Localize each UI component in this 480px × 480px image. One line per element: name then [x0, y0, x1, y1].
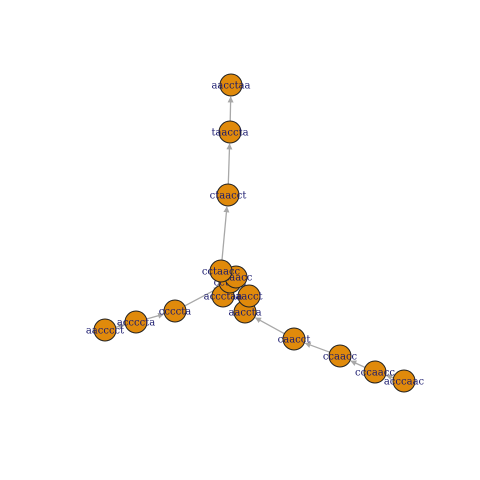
node-aacct: aacct — [235, 284, 263, 308]
nodes: aacctaa taaccta ctaacct ccccta acccctaaacccc… — [86, 73, 425, 393]
node-cctaacc: cctaacc — [202, 259, 241, 283]
node-label: aacccct — [86, 326, 124, 337]
node-acccaac: acccaac — [384, 369, 425, 393]
node-label: taaccta — [211, 128, 248, 139]
node-aacccct: aacccct — [86, 318, 124, 342]
edge-n13-n9 — [254, 317, 285, 335]
node-circle — [163, 299, 187, 323]
node-taaccta: taaccta — [211, 120, 249, 144]
node-ctaacct: ctaacct — [210, 183, 247, 207]
node-circle — [218, 120, 242, 144]
node-ccccta: ccccta — [159, 299, 191, 323]
node-circle — [209, 259, 233, 283]
edge-n14-n13 — [304, 342, 330, 353]
node-label: aaccta — [228, 308, 261, 319]
node-circle — [363, 360, 387, 384]
node-circle — [282, 327, 306, 351]
node-circle — [219, 73, 243, 97]
edge-n16-n15 — [385, 374, 394, 381]
edges — [115, 96, 394, 381]
edge-n15-n14 — [350, 360, 366, 368]
node-aacctaa: aacctaa — [211, 73, 251, 97]
node-label: acccaac — [384, 377, 425, 388]
node-cccaacc: cccaacc — [355, 360, 395, 384]
node-caacct: caacct — [278, 327, 311, 351]
node-label: accccta — [117, 318, 155, 329]
node-accccta: accccta — [117, 310, 155, 334]
node-label: ccccta — [159, 307, 191, 318]
node-circle — [124, 310, 148, 334]
edge-n2-n1 — [227, 96, 234, 122]
node-circle — [237, 284, 261, 308]
edge-n4-n3 — [221, 206, 230, 261]
edge-n11-n10 — [146, 312, 165, 320]
node-label: aacctaa — [211, 81, 250, 92]
node-label: ccaacc — [323, 352, 358, 363]
node-circle — [216, 183, 240, 207]
node-label: aacct — [235, 292, 262, 303]
node-label: accctaa — [204, 292, 243, 303]
node-label: cctaacc — [202, 267, 241, 278]
edge-n12-n11 — [115, 323, 125, 330]
node-ccaacc: ccaacc — [323, 344, 358, 368]
node-circle — [93, 318, 117, 342]
node-circle — [392, 369, 416, 393]
node-label: ctaacc — [220, 273, 253, 284]
edge-n3-n2 — [226, 143, 233, 185]
node-label: ctaacct — [210, 191, 247, 202]
node-circle — [328, 344, 352, 368]
node-label: cccaacc — [355, 368, 395, 379]
node-label: caacct — [278, 335, 311, 346]
